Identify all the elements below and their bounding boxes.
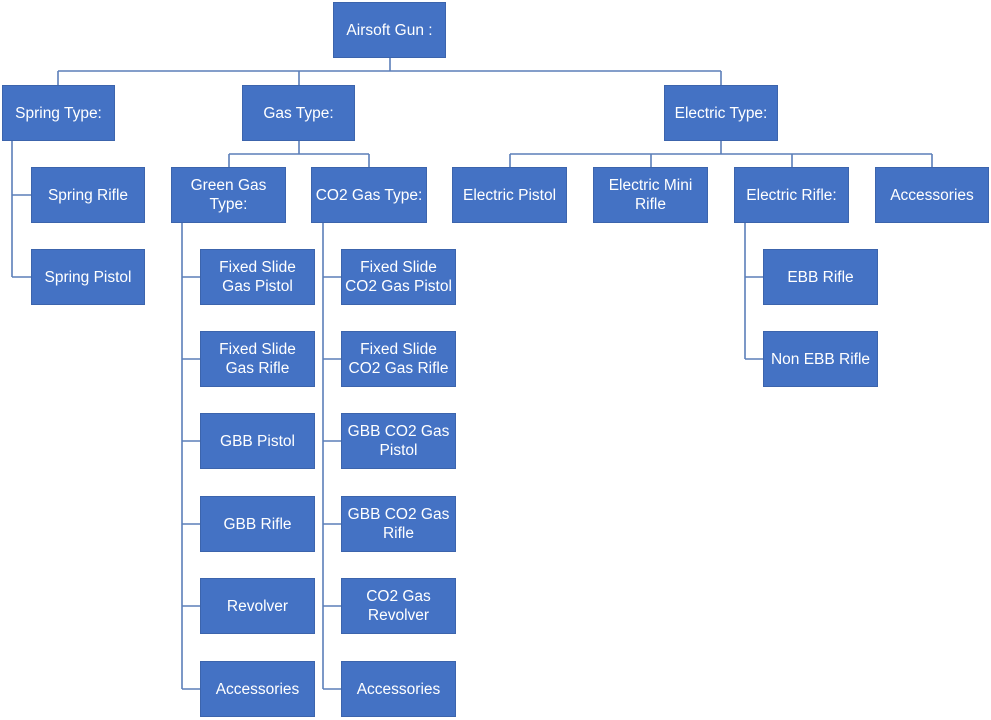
green-gas-accessories-box: Accessories bbox=[200, 661, 315, 717]
co2-gas-revolver-box: CO2 Gas Revolver bbox=[341, 578, 456, 634]
electric-type-box: Electric Type: bbox=[664, 85, 778, 141]
electric-mini-rifle-box: Electric Mini Rifle bbox=[593, 167, 708, 223]
fixed-slide-gas-pistol-box: Fixed Slide Gas Pistol bbox=[200, 249, 315, 305]
root-to-categories-connector bbox=[57, 58, 722, 85]
electric-pistol-box: Electric Pistol bbox=[452, 167, 567, 223]
spring-children-connector bbox=[11, 141, 31, 278]
gbb-co2-gas-rifle-box: GBB CO2 Gas Rifle bbox=[341, 496, 456, 552]
spring-type-box: Spring Type: bbox=[2, 85, 115, 141]
spring-rifle-box: Spring Rifle bbox=[31, 167, 145, 223]
fixed-slide-gas-rifle-box: Fixed Slide Gas Rifle bbox=[200, 331, 315, 387]
gas-to-subtypes-connector bbox=[228, 141, 370, 167]
fixed-slide-co2-gas-rifle-box: Fixed Slide CO2 Gas Rifle bbox=[341, 331, 456, 387]
spring-pistol-box: Spring Pistol bbox=[31, 249, 145, 305]
ebb-rifle-box: EBB Rifle bbox=[763, 249, 878, 305]
co2-gas-children-connector bbox=[322, 223, 341, 690]
airsoft-gun-box: Airsoft Gun : bbox=[333, 2, 446, 58]
co2-gas-accessories-box: Accessories bbox=[341, 661, 456, 717]
green-gas-children-connector bbox=[181, 223, 200, 690]
revolver-box: Revolver bbox=[200, 578, 315, 634]
gas-type-box: Gas Type: bbox=[242, 85, 355, 141]
gbb-pistol-box: GBB Pistol bbox=[200, 413, 315, 469]
electric-rifle-box: Electric Rifle: bbox=[734, 167, 849, 223]
fixed-slide-co2-gas-pistol-box: Fixed Slide CO2 Gas Pistol bbox=[341, 249, 456, 305]
gbb-rifle-box: GBB Rifle bbox=[200, 496, 315, 552]
gbb-co2-gas-pistol-box: GBB CO2 Gas Pistol bbox=[341, 413, 456, 469]
electric-accessories-box: Accessories bbox=[875, 167, 989, 223]
green-gas-type-box: Green Gas Type: bbox=[171, 167, 286, 223]
electric-rifle-children-connector bbox=[744, 223, 763, 360]
co2-gas-type-box: CO2 Gas Type: bbox=[311, 167, 427, 223]
non-ebb-rifle-box: Non EBB Rifle bbox=[763, 331, 878, 387]
electric-to-subtypes-connector bbox=[509, 141, 933, 167]
